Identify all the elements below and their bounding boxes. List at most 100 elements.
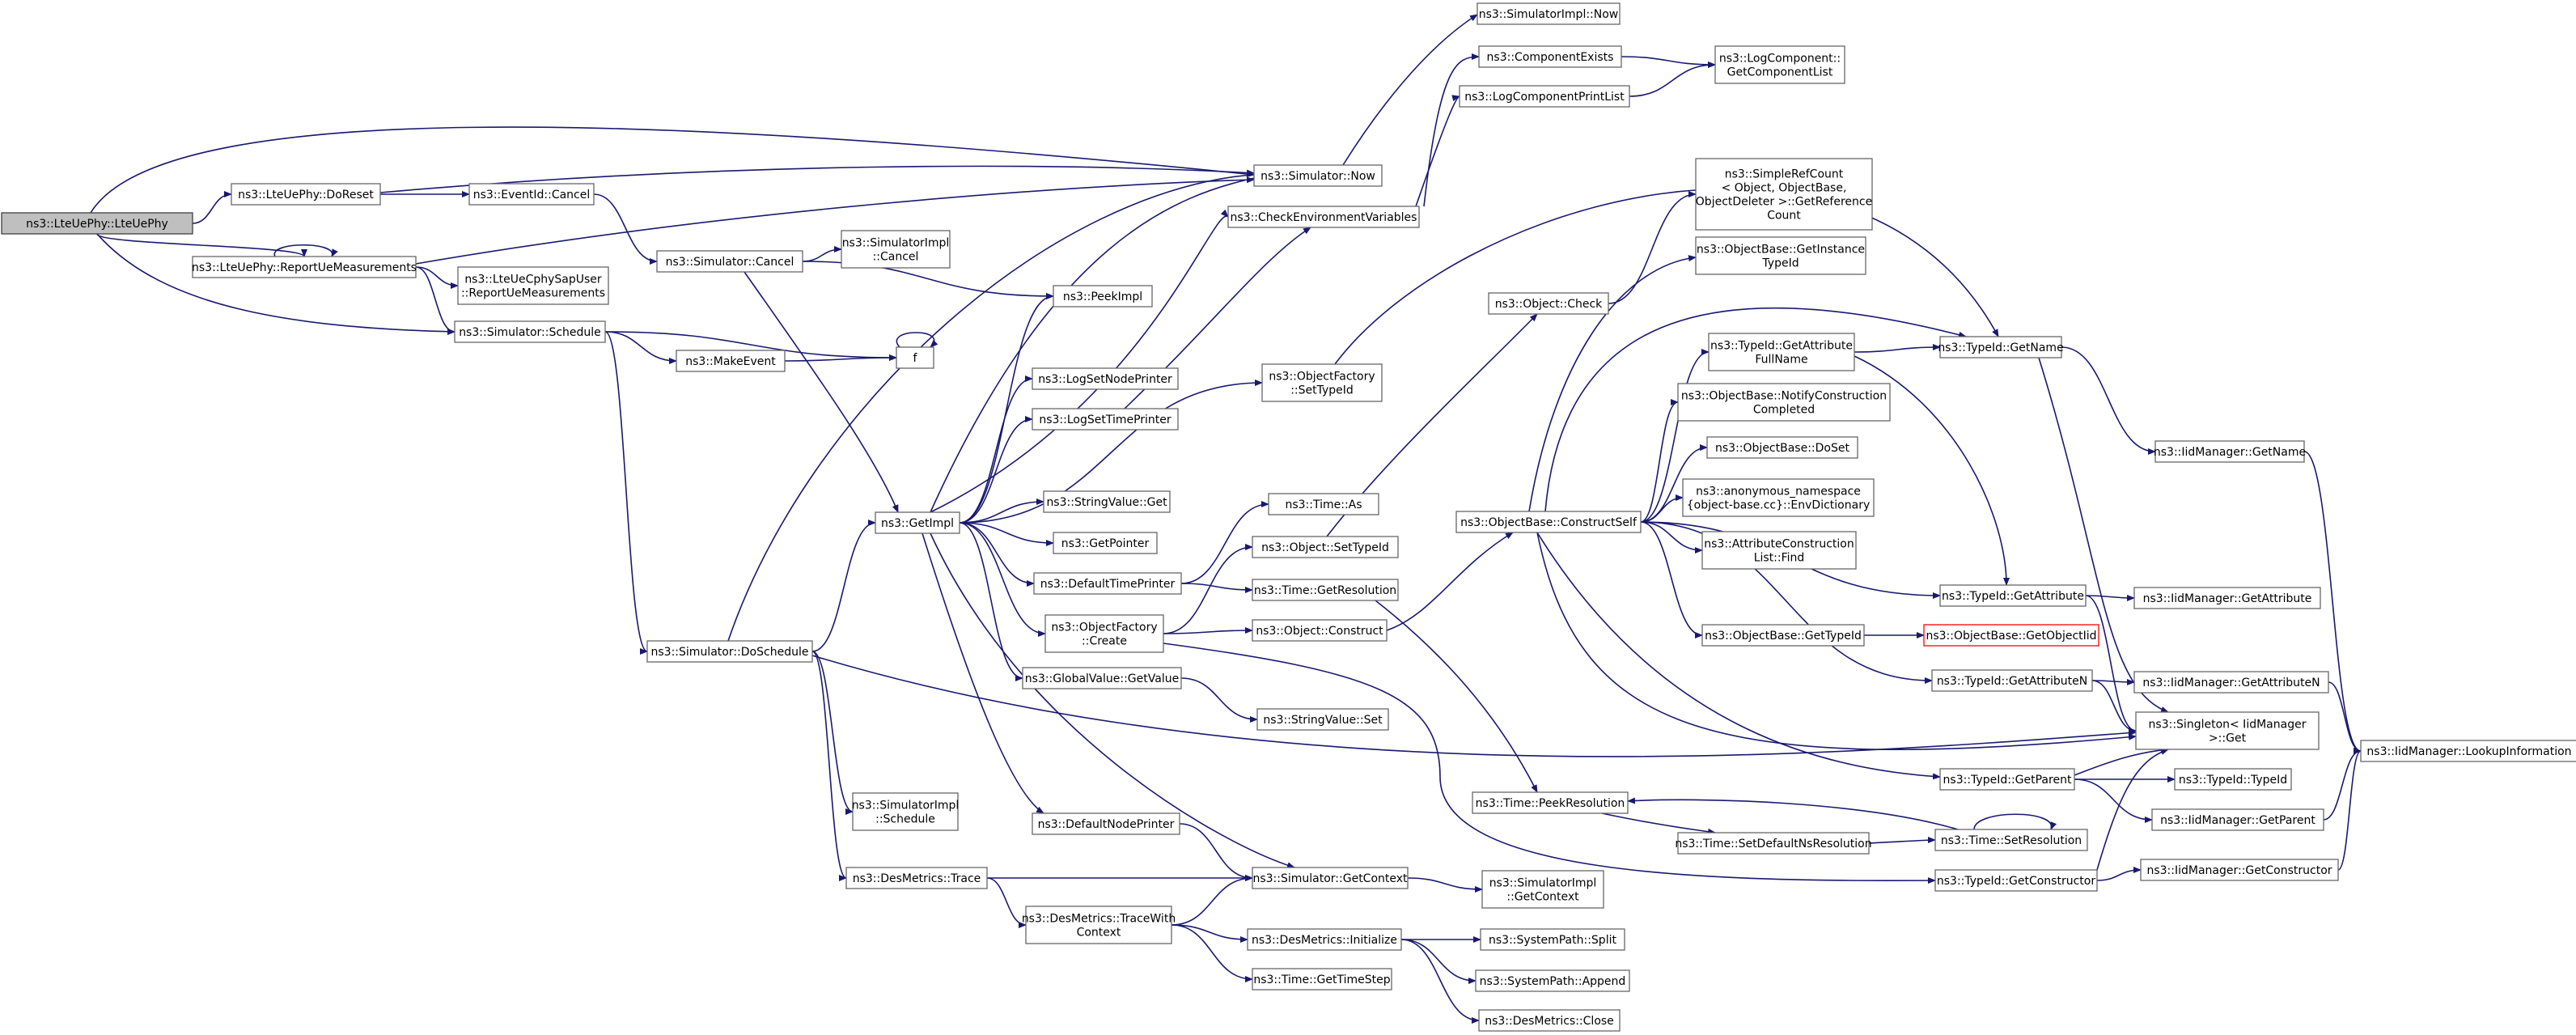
node-n0[interactable]: ns3::LteUePhy::LteUePhy [1, 212, 193, 235]
node-label: ns3::StringValue::Set [1263, 714, 1383, 727]
node-n54[interactable]: ns3::ObjectBase::GetTypeId [1701, 624, 1865, 647]
node-n34[interactable]: ns3::StringValue::Set [1256, 708, 1389, 731]
node-n57[interactable]: ns3::TypeId::GetAttribute [1939, 584, 2087, 607]
node-n33[interactable]: ns3::Object::Construct [1252, 619, 1388, 642]
node-label: ns3::SimulatorImpl [852, 800, 960, 812]
edge-line [273, 244, 338, 257]
node-n43[interactable]: ns3::SimulatorImpl::GetContext [1481, 870, 1604, 909]
edge-line [2096, 867, 2142, 881]
node-n36[interactable]: ns3::ComponentExists [1478, 45, 1622, 68]
node-n11[interactable]: ns3::Simulator::DoSchedule [646, 640, 813, 663]
node-box [1053, 532, 1158, 554]
node-label: ns3::MakeEvent [685, 355, 776, 368]
node-n65[interactable]: ns3::Singleton< IidManager >::Get [2135, 711, 2320, 750]
node-n20[interactable]: ns3::GlobalValue::GetValue [1022, 667, 1182, 689]
node-n18[interactable]: ns3::DefaultTimePrinter [1033, 572, 1182, 595]
node-n68[interactable]: ns3::IidManager::GetConstructor [2140, 859, 2339, 881]
node-n3[interactable]: ns3::Simulator::Schedule [454, 320, 606, 343]
node-box [1714, 45, 1845, 84]
edge-line [811, 651, 847, 881]
node-label: ns3::LteUeCphySapUser [464, 274, 602, 286]
node-box [1677, 832, 1870, 855]
node-n19[interactable]: ns3::ObjectFactory::Create [1044, 614, 1164, 653]
node-n13[interactable]: ns3::PeekImpl [1053, 285, 1153, 308]
node-n4[interactable]: ns3::Simulator::Now [1253, 164, 1383, 187]
node-n32[interactable]: ns3::Time::GetResolution [1252, 579, 1399, 601]
node-n59[interactable]: ns3::TypeId::GetParent [1939, 768, 2075, 791]
edge-line [1544, 307, 1967, 512]
node-n5[interactable]: ns3::EventId::Cancel [468, 183, 595, 206]
edge-line [1163, 643, 1936, 884]
node-n6[interactable]: ns3::Simulator::Cancel [656, 250, 803, 273]
edge-line [1854, 344, 1941, 353]
node-n47[interactable]: ns3::SimpleRefCount< Object, ObjectBase,… [1695, 158, 1873, 231]
edge-line [2096, 749, 2169, 871]
edge-n32-to-n41 [1375, 600, 1538, 793]
node-n51[interactable]: ns3::ObjectBase::DoSet [1706, 436, 1858, 459]
node-n17[interactable]: ns3::GetPointer [1053, 532, 1158, 554]
edge-line [90, 126, 1255, 214]
node-n9[interactable]: ns3::MakeEvent [676, 350, 786, 372]
node-n26[interactable]: ns3::DesMetrics::Initialize [1247, 928, 1402, 951]
node-n8[interactable]: ns3::LteUeCphySapUser::ReportUeMeasureme… [457, 266, 609, 305]
node-n31[interactable]: ns3::Object::SetTypeId [1252, 536, 1399, 558]
node-n15[interactable]: ns3::LogSetTimePrinter [1032, 408, 1179, 431]
node-n50[interactable]: ns3::ObjectBase::NotifyConstructionCompl… [1677, 383, 1891, 422]
node-n44[interactable]: ns3::SystemPath::Split [1480, 928, 1625, 951]
node-n56[interactable]: ns3::TypeId::GetName [1938, 336, 2064, 358]
node-label: ns3::DesMetrics::TraceWith [1022, 913, 1176, 926]
node-label: ns3::anonymous_namespace [1696, 486, 1861, 498]
node-n39[interactable]: ns3::Object::Check [1488, 292, 1609, 315]
node-n35[interactable]: ns3::SimulatorImpl::Now [1477, 2, 1621, 25]
node-n61[interactable]: ns3::TypeId::GetConstructor [1934, 869, 2098, 892]
edge-line [1180, 583, 1253, 593]
node-n37[interactable]: ns3::LogComponentPrintList [1459, 85, 1630, 108]
edge-n39-to-n47 [1608, 191, 1697, 304]
node-n16[interactable]: ns3::StringValue::Get [1043, 490, 1171, 513]
node-n30[interactable]: ns3::Time::As [1268, 493, 1379, 515]
node-n63[interactable]: ns3::IidManager::GetAttribute [2133, 587, 2321, 609]
node-label: ns3::SimulatorImpl [1489, 877, 1597, 890]
node-n1[interactable]: ns3::LteUePhy::DoReset [231, 183, 381, 206]
node-n29[interactable]: ns3::ObjectFactory::SetTypeId [1261, 363, 1383, 402]
node-n42[interactable]: ns3::Time::SetDefaultNsResolution [1675, 832, 1872, 855]
node-n12[interactable]: ns3::GetImpl [875, 511, 960, 534]
node-n45[interactable]: ns3::SystemPath::Append [1475, 969, 1630, 992]
edge-line [1180, 677, 1258, 723]
edge-n5-to-n6 [593, 193, 658, 265]
node-n58[interactable]: ns3::TypeId::GetAttributeN [1931, 669, 2093, 692]
node-n23[interactable]: ns3::DesMetrics::Trace [845, 867, 988, 889]
node-n55[interactable]: ns3::ObjectBase::GetObjectIid [1923, 624, 2099, 647]
node-n69[interactable]: ns3::IidManager::LookupInformation [2360, 740, 2576, 762]
edge-n2-to-n2 [273, 244, 338, 257]
node-n27[interactable]: ns3::Time::GetTimeStep [1252, 968, 1392, 990]
node-n64[interactable]: ns3::IidManager::GetAttributeN [2133, 671, 2329, 694]
node-n10[interactable]: f [896, 346, 934, 369]
node-n25[interactable]: ns3::Simulator::GetContext [1252, 867, 1409, 889]
node-n38[interactable]: ns3::LogComponent::GetComponentList [1714, 45, 1845, 84]
node-n2[interactable]: ns3::LteUePhy::ReportUeMeasurements [192, 256, 417, 278]
node-n21[interactable]: ns3::DefaultNodePrinter [1032, 812, 1180, 835]
edge-line [922, 532, 1044, 814]
node-n7[interactable]: ns3::SimulatorImpl::Cancel [841, 230, 951, 269]
node-box [1032, 812, 1180, 835]
node-n40[interactable]: ns3::ObjectBase::ConstructSelf [1455, 511, 1642, 533]
edge-line [744, 271, 899, 513]
node-n67[interactable]: ns3::IidManager::GetParent [2151, 808, 2324, 831]
node-n60[interactable]: ns3::Time::SetResolution [1934, 829, 2088, 851]
node-n28[interactable]: ns3::CheckEnvironmentVariables [1227, 206, 1420, 228]
edge-n3-to-n10 [604, 331, 897, 361]
node-n52[interactable]: ns3::anonymous_namespace{object-base.cc}… [1682, 478, 1875, 517]
node-n41[interactable]: ns3::Time::PeekResolution [1472, 791, 1629, 814]
node-label: ns3::SystemPath::Append [1480, 975, 1626, 988]
node-n62[interactable]: ns3::IidManager::GetName [2154, 440, 2306, 463]
node-n22[interactable]: ns3::SimulatorImpl::Schedule [852, 792, 960, 831]
edge-n10-to-n10 [896, 332, 938, 348]
node-n46[interactable]: ns3::DesMetrics::Close [1478, 1009, 1621, 1032]
node-n66[interactable]: ns3::TypeId::TypeId [2174, 768, 2292, 791]
node-n14[interactable]: ns3::LogSetNodePrinter [1032, 367, 1179, 390]
